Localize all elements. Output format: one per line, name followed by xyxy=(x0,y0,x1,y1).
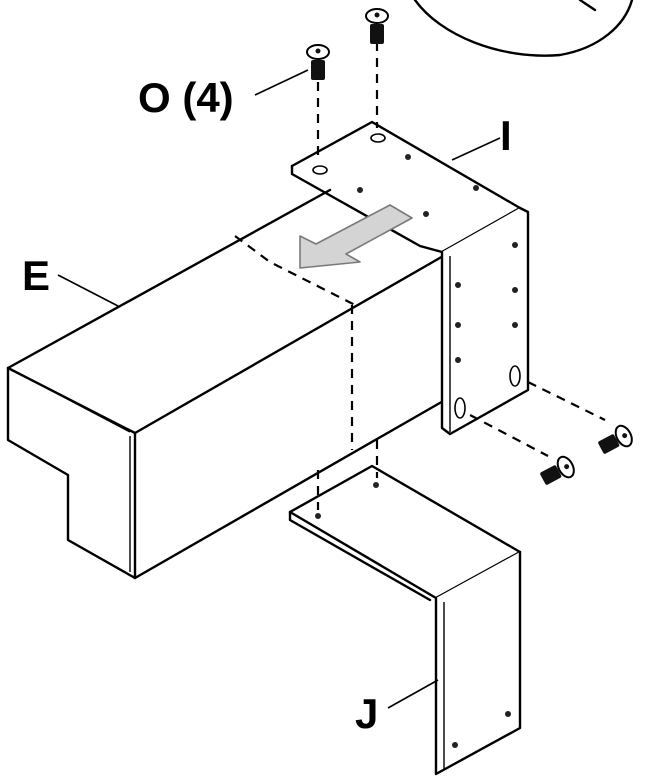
bracket-i xyxy=(290,120,530,436)
detail-circle xyxy=(413,0,634,57)
bracket-j xyxy=(288,464,522,776)
slide-arrow-icon xyxy=(299,204,413,269)
screw-top-right xyxy=(365,8,389,44)
screw-top-left xyxy=(306,44,330,80)
alignment-lines xyxy=(234,42,606,510)
leader-lines xyxy=(57,69,501,709)
label-screws-o: O (4) xyxy=(138,74,234,121)
screw-side-upper xyxy=(598,424,633,454)
label-housing-e: E xyxy=(22,252,50,299)
screw-side-lower xyxy=(540,455,575,485)
label-bracket-i: I xyxy=(500,112,512,159)
label-bracket-j: J xyxy=(355,690,378,737)
screw-icon xyxy=(306,8,633,485)
